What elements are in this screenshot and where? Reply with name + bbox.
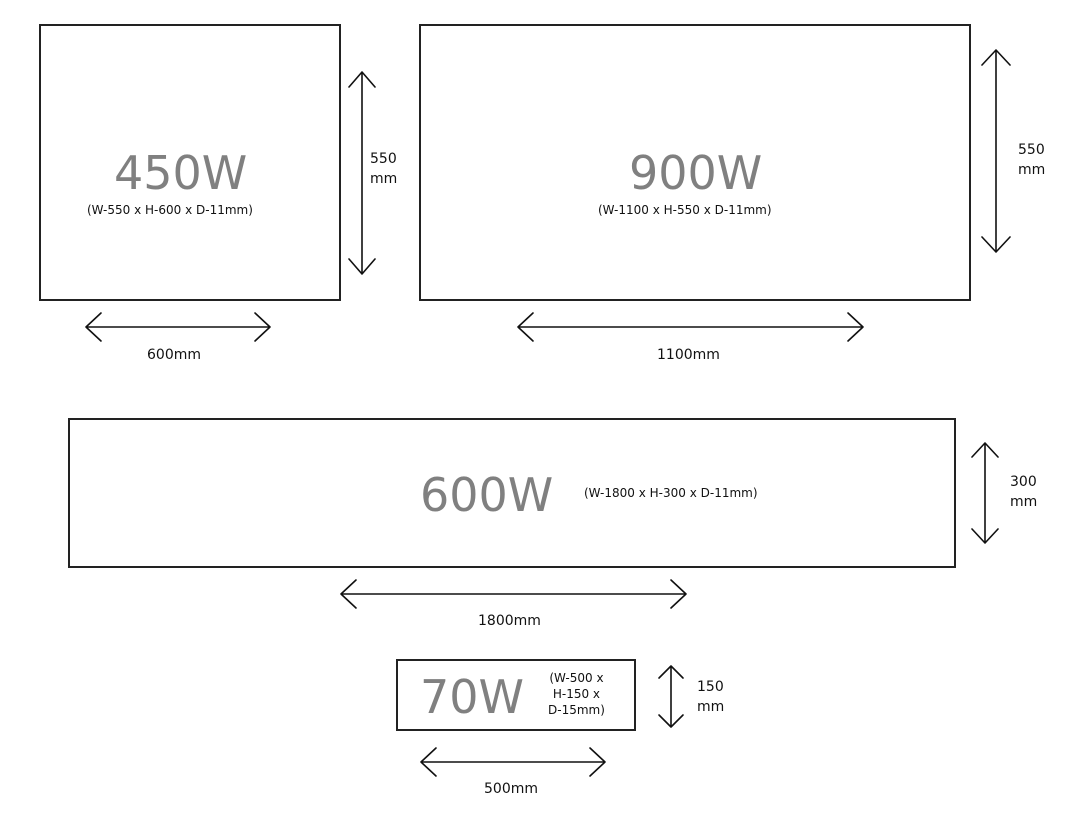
panel-70w-height-value: 150 (697, 679, 724, 695)
panel-450w-height-unit: mm (370, 171, 398, 187)
panel-600w-height-unit: mm (1010, 494, 1038, 510)
panel-900w (419, 24, 971, 301)
panel-70w-height-unit: mm (697, 699, 725, 715)
panel-70w-power: 70W (420, 670, 525, 724)
panel-450w-height-value: 550 (370, 151, 397, 167)
panel-70w-width-label: 500mm (484, 781, 538, 797)
panel-900w-spec: (W-1100 x H-550 x D-11mm) (598, 203, 772, 217)
panel-450w-spec: (W-550 x H-600 x D-11mm) (87, 203, 253, 217)
panel-900w-height-value: 550 (1018, 142, 1045, 158)
panel-900w-width-label: 1100mm (657, 347, 720, 363)
panel-600w-width-arrow (340, 579, 687, 609)
panel-600w (68, 418, 956, 568)
panel-450w-width-label: 600mm (147, 347, 201, 363)
panel-600w-power: 600W (420, 468, 554, 522)
panel-70w-width-arrow (420, 747, 606, 777)
panel-70w-height-arrow (658, 665, 684, 728)
panel-900w-power: 900W (629, 146, 763, 200)
panel-450w-height-arrow (348, 71, 376, 275)
panel-70w-spec-line: (W-500 x (549, 671, 604, 685)
panel-70w-spec: (W-500 x H-150 x D-15mm) (548, 670, 605, 719)
panel-900w-width-arrow (517, 312, 864, 342)
panel-70w-spec-line: H-150 x (552, 687, 601, 702)
panel-600w-spec: (W-1800 x H-300 x D-11mm) (584, 486, 758, 500)
panel-450w-power: 450W (114, 146, 248, 200)
panel-70w (396, 659, 636, 731)
panel-450w (39, 24, 341, 301)
panel-600w-height-arrow (971, 442, 999, 544)
panel-70w-spec-line: D-15mm) (548, 703, 605, 718)
panel-900w-height-arrow (981, 49, 1011, 253)
panel-900w-height-unit: mm (1018, 162, 1046, 178)
panel-600w-height-value: 300 (1010, 474, 1037, 490)
panel-450w-width-arrow (85, 312, 271, 342)
panel-600w-width-label: 1800mm (478, 613, 541, 629)
